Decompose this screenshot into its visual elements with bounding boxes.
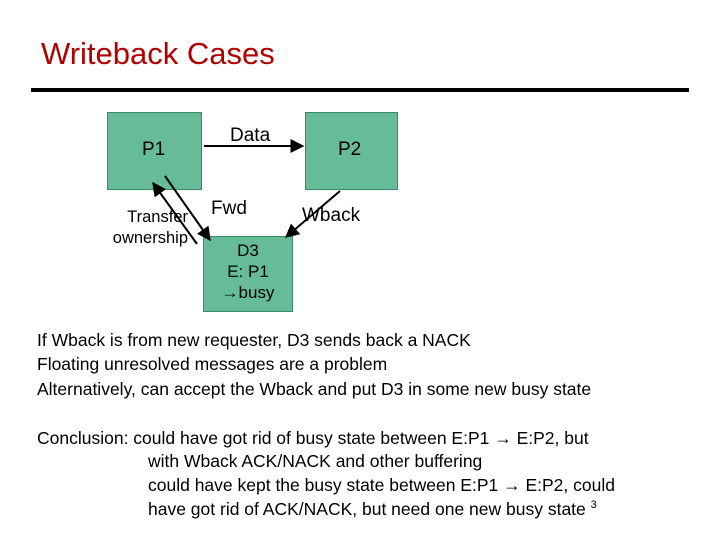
transfer-line-2: ownership (112, 229, 188, 247)
bullet-line-2: Floating unresolved messages are a probl… (37, 354, 388, 374)
conclusion-line-4: have got rid of ACK/NACK, but need one n… (148, 499, 597, 520)
page-number: 3 (590, 499, 597, 512)
bullet-line-1: If Wback is from new requester, D3 sends… (37, 330, 471, 350)
edge-label-data: Data (230, 125, 271, 146)
d3-line-3: →busy (221, 283, 275, 302)
conclusion-line-4-text: have got rid of ACK/NACK, but need one n… (148, 499, 586, 519)
slide-title: Writeback Cases (41, 36, 275, 71)
node-d3 (203, 236, 293, 312)
node-d3-label: D3 E: P1 →busy (203, 240, 293, 303)
conclusion-line-1: Conclusion: could have got rid of busy s… (37, 428, 589, 448)
conclusion-line-3: could have kept the busy state between E… (148, 475, 615, 495)
node-p2 (305, 112, 398, 190)
bullet-line-3: Alternatively, can accept the Wback and … (37, 379, 592, 399)
d3-line-2: E: P1 (227, 262, 269, 281)
transfer-line-1: Transfer (127, 208, 188, 226)
arrow-fwd (164, 175, 211, 242)
node-p2-label: P2 (338, 139, 362, 160)
node-p1-label: P1 (142, 139, 166, 160)
arrow-transfer (152, 181, 198, 245)
d3-line-1: D3 (237, 241, 259, 260)
conclusion-line-2: with Wback ACK/NACK and other buffering (148, 451, 483, 471)
edge-label-fwd: Fwd (211, 198, 247, 219)
edge-label-wback: Wback (302, 205, 361, 226)
node-p1 (107, 112, 202, 190)
title-underline (31, 88, 689, 92)
edge-label-transfer: Transfer ownership (92, 207, 188, 249)
arrow-wback (284, 190, 341, 238)
